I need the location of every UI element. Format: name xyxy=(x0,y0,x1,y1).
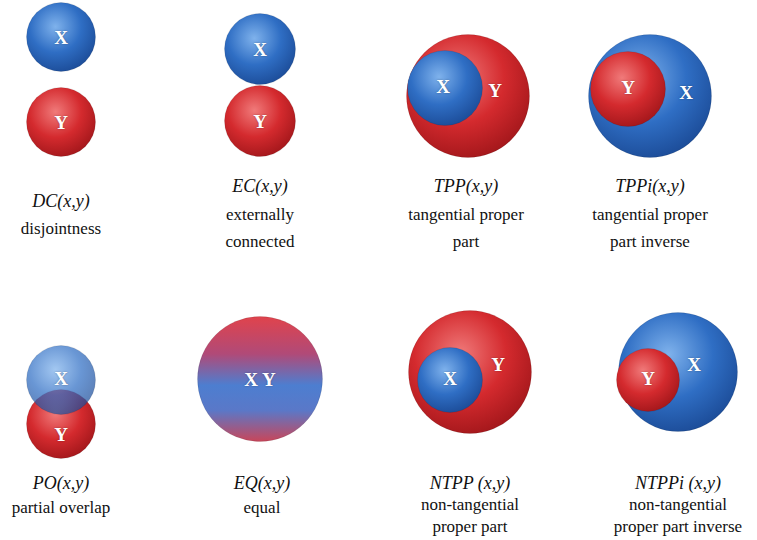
inner-region-circle: X xyxy=(417,347,483,413)
region-letter: X xyxy=(253,40,267,59)
relation-description: partial overlap xyxy=(10,496,113,520)
circle-fill xyxy=(617,349,680,412)
relation-description: equal xyxy=(242,496,283,520)
region-letter: Y xyxy=(491,355,505,374)
region-letter: Y xyxy=(54,425,68,444)
region-letter: X xyxy=(679,83,693,102)
region-circle: XY xyxy=(618,312,738,432)
relation-name: EC(x,y) xyxy=(232,174,287,198)
region-letter: Y xyxy=(621,78,635,97)
relation-description: non-tangential proper part xyxy=(419,494,520,538)
region-letter: Y xyxy=(488,81,502,100)
circle-fill xyxy=(408,51,483,126)
region-circle: X xyxy=(224,13,296,85)
circle-fill xyxy=(225,86,296,157)
relation-name: TPP(x,y) xyxy=(434,174,498,198)
inner-region-circle: Y xyxy=(590,51,666,127)
circle-fill xyxy=(225,14,296,85)
region-circle: YX xyxy=(408,310,532,434)
circle-fill xyxy=(27,3,96,72)
relation-name: NTPPi (x,y) xyxy=(635,471,721,495)
region-letter: X xyxy=(687,355,701,374)
relation-name: PO(x,y) xyxy=(33,471,89,495)
region-letter: X xyxy=(443,369,457,388)
region-circle: YX xyxy=(406,34,530,158)
region-letter: X xyxy=(436,77,450,96)
region-circle: X xyxy=(26,345,96,415)
region-letter: X xyxy=(54,369,68,388)
relation-description: externally connected xyxy=(224,201,296,255)
relation-description: tangential proper part inverse xyxy=(591,201,710,255)
circle-fill xyxy=(27,390,96,459)
region-circle: X xyxy=(26,2,96,72)
circle-fill xyxy=(27,346,96,415)
inner-region-circle: Y xyxy=(616,348,680,412)
relation-name: DC(x,y) xyxy=(32,189,89,213)
region-circle: Y xyxy=(224,85,296,157)
relation-name: TPPi(x,y) xyxy=(615,174,684,198)
inner-region-circle: X xyxy=(407,50,483,126)
region-circle: XY xyxy=(588,34,712,158)
relation-description: non-tangential proper part inverse xyxy=(612,494,743,538)
region-circle: X Y xyxy=(197,316,323,442)
relation-description: disjointness xyxy=(19,216,103,242)
relation-name: EQ(x,y) xyxy=(234,471,290,495)
circle-fill xyxy=(589,35,712,158)
circle-fill xyxy=(27,88,96,157)
relation-name: NTPP (x,y) xyxy=(430,471,511,495)
region-circle: Y xyxy=(26,87,96,157)
circle-fill xyxy=(591,52,666,127)
region-letter: Y xyxy=(54,113,68,132)
region-letter: X Y xyxy=(244,370,276,389)
relation-description: tangential proper part xyxy=(407,201,526,255)
circle-fill xyxy=(409,311,532,434)
circle-fill xyxy=(407,35,530,158)
region-letter: X xyxy=(54,28,68,47)
circle-fill xyxy=(418,348,483,413)
circle-fill xyxy=(198,317,323,442)
region-letter: Y xyxy=(253,112,267,131)
region-letter: Y xyxy=(641,369,655,388)
